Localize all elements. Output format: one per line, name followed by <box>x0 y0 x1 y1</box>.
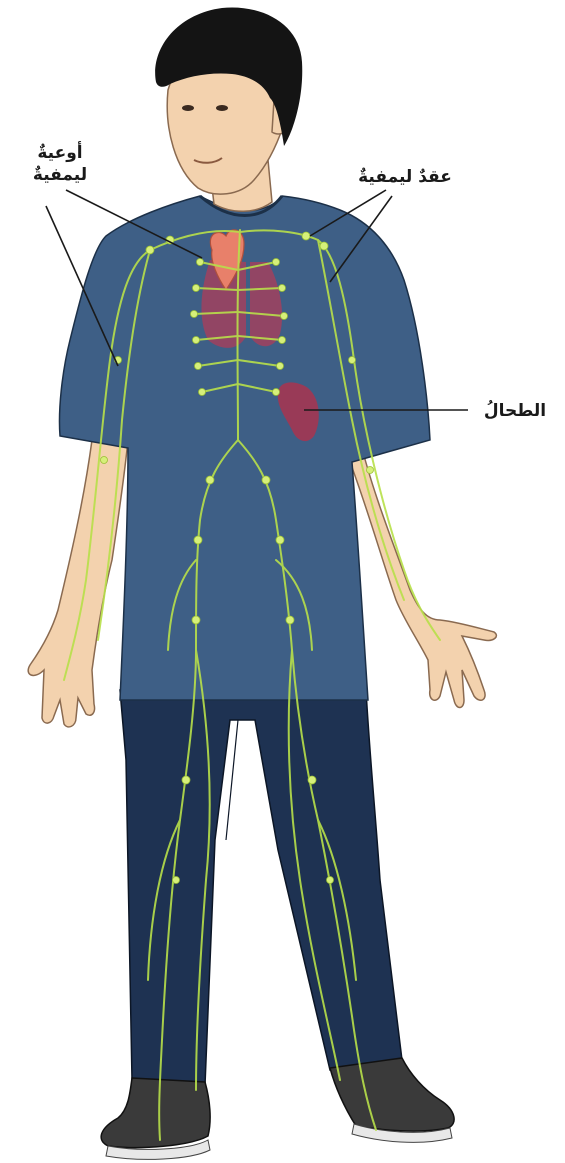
right-arm <box>350 440 496 708</box>
label-lymph-nodes: عقدٌ ليمفيةٌ <box>330 166 480 188</box>
left-shoe <box>101 1078 210 1159</box>
label-lymph-vessels-line1: أوعيةٌ <box>4 142 116 164</box>
lungs <box>201 260 282 348</box>
label-spleen: الطحالُ <box>470 400 560 422</box>
label-lymph-vessels-line2: ليمفيةٌ <box>4 164 116 186</box>
right-shoe <box>330 1058 454 1142</box>
label-lymph-vessels: أوعيةٌ ليمفيةٌ <box>4 142 116 186</box>
head <box>155 7 302 211</box>
left-arm <box>28 440 128 727</box>
